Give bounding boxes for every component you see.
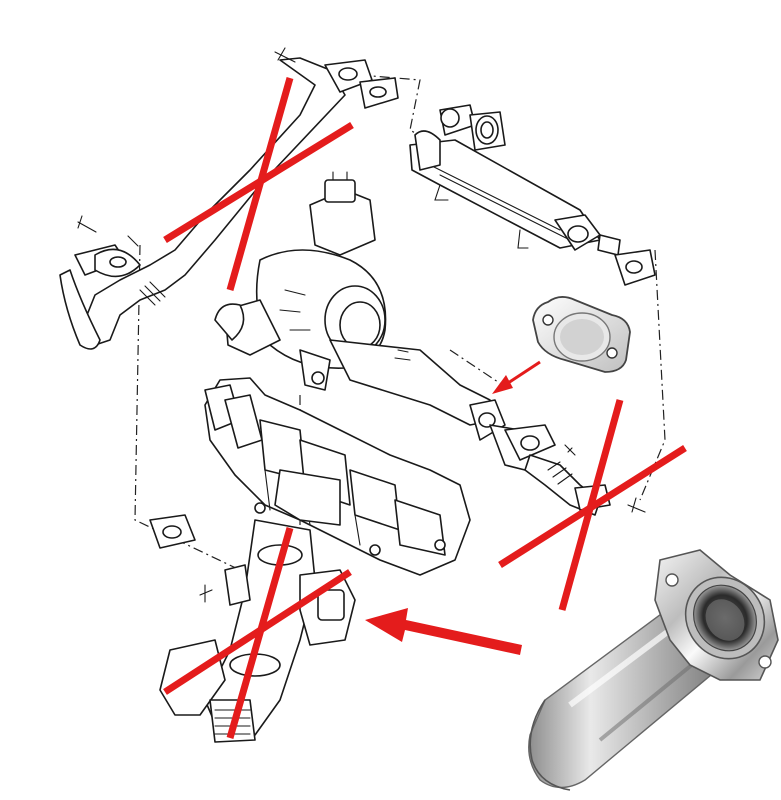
callout-arrows <box>365 360 541 655</box>
cross-upper-pipe-b <box>226 77 294 291</box>
arrow-tube-to-valve <box>365 608 522 655</box>
blanking-plate <box>532 296 631 373</box>
egr-pipe-upper <box>59 47 399 350</box>
cross-egr-valve-b <box>226 527 294 739</box>
egr-delete-tube <box>528 549 779 791</box>
removed-marks <box>163 77 687 739</box>
egr-cooler <box>409 104 656 286</box>
intake-manifold <box>204 377 471 576</box>
arrow-plate-to-flange <box>492 360 541 394</box>
egr-valve <box>149 514 356 743</box>
turbocharger <box>214 171 496 426</box>
cross-lower-pipe-b <box>558 399 624 611</box>
